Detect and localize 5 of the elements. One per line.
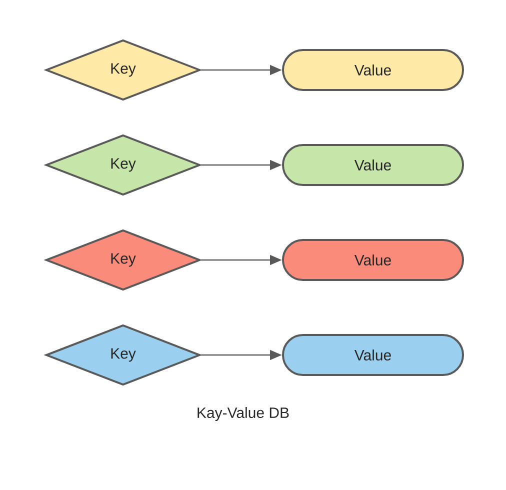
value-box: Value xyxy=(282,49,464,91)
value-box: Value xyxy=(282,239,464,281)
caption: Kay-Value DB xyxy=(198,407,289,421)
value-box: Value xyxy=(282,334,464,376)
value-box: Value xyxy=(282,144,464,186)
